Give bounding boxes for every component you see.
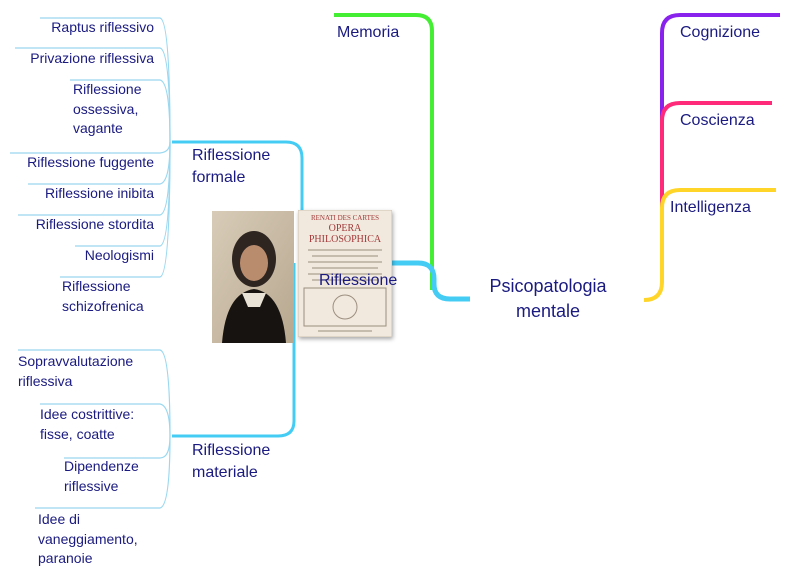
- leaf-privazione-riflessiva[interactable]: Privazione riflessiva: [10, 49, 154, 69]
- leaf-label: Privazione riflessiva: [30, 50, 154, 66]
- branch-riflessione-materiale[interactable]: Riflessione materiale: [192, 440, 288, 485]
- leaf-label: Dipendenze riflessive: [64, 458, 139, 494]
- topic-coscienza-label: Coscienza: [680, 112, 755, 129]
- leaf-riflessione-schizofrenica[interactable]: Riflessione schizofrenica: [62, 277, 162, 316]
- leaf-label: Riflessione stordita: [35, 216, 154, 232]
- leaf-riflessione-fuggente[interactable]: Riflessione fuggente: [4, 153, 154, 173]
- materiale-connector: [172, 263, 296, 438]
- topic-intelligenza-label: Intelligenza: [670, 199, 751, 216]
- leaf-riflessione-stordita[interactable]: Riflessione stordita: [8, 215, 154, 235]
- branch-riflessione-materiale-label: Riflessione materiale: [192, 442, 271, 482]
- riflessione-connector: [300, 260, 470, 302]
- leaf-neologismi[interactable]: Neologismi: [40, 246, 154, 266]
- materiale-leaf-lines: [18, 349, 171, 509]
- descartes-portrait-image: [212, 211, 294, 343]
- book-title-line-2: OPERA: [329, 223, 363, 234]
- opera-philosophica-book-image: RENATI DES CARTES OPERA PHILOSOPHICA: [298, 210, 392, 337]
- topic-memoria-label: Memoria: [337, 24, 400, 41]
- leaf-idee-di-vaneggiamento[interactable]: Idee di vaneggiamento, paranoie: [38, 510, 158, 569]
- coscienza-connector: [660, 101, 772, 230]
- leaf-raptus-riflessivo[interactable]: Raptus riflessivo: [14, 18, 154, 38]
- leaf-label: Riflessione inibita: [45, 185, 154, 201]
- topic-cognizione[interactable]: Cognizione: [680, 22, 760, 44]
- cognizione-connector: [660, 13, 780, 200]
- topic-cognizione-label: Cognizione: [680, 24, 761, 41]
- topic-coscienza[interactable]: Coscienza: [680, 110, 755, 132]
- topic-riflessione-label: Riflessione: [319, 272, 398, 289]
- leaf-label: Sopravvalutazione riflessiva: [18, 353, 134, 389]
- central-topic-label: Psicopatologia mentale: [489, 276, 607, 322]
- branch-riflessione-formale[interactable]: Riflessione formale: [192, 145, 288, 190]
- leaf-label: Riflessione schizofrenica: [62, 278, 144, 314]
- book-text-lines: [308, 249, 382, 281]
- memoria-connector: [334, 13, 434, 290]
- leaf-label: Idee costrittive: fisse, coatte: [40, 406, 135, 442]
- central-topic[interactable]: Psicopatologia mentale: [468, 274, 628, 324]
- topic-riflessione[interactable]: Riflessione: [319, 270, 397, 292]
- leaf-riflessione-inibita[interactable]: Riflessione inibita: [14, 184, 154, 204]
- leaf-label: Riflessione ossessiva, vagante: [73, 81, 142, 137]
- leaf-label: Riflessione fuggente: [27, 154, 154, 170]
- book-title-line-3: PHILOSOPHICA: [309, 234, 382, 245]
- topic-intelligenza[interactable]: Intelligenza: [670, 197, 751, 219]
- leaf-label: Neologismi: [84, 247, 154, 263]
- leaf-label: Idee di vaneggiamento, paranoie: [38, 511, 138, 567]
- topic-memoria[interactable]: Memoria: [337, 22, 399, 44]
- branch-riflessione-formale-label: Riflessione formale: [192, 147, 271, 187]
- leaf-label: Raptus riflessivo: [51, 19, 154, 35]
- leaf-riflessione-ossessiva[interactable]: Riflessione ossessiva, vagante: [73, 80, 159, 139]
- leaf-sopravvalutazione-riflessiva[interactable]: Sopravvalutazione riflessiva: [18, 352, 158, 391]
- intelligenza-connector: [643, 188, 776, 302]
- book-title-line-1: RENATI DES CARTES: [311, 214, 379, 222]
- leaf-idee-costrittive[interactable]: Idee costrittive: fisse, coatte: [40, 405, 160, 444]
- formale-connector: [172, 140, 304, 263]
- leaf-dipendenze-riflessive[interactable]: Dipendenze riflessive: [64, 457, 158, 496]
- formale-leaf-lines: [10, 17, 171, 278]
